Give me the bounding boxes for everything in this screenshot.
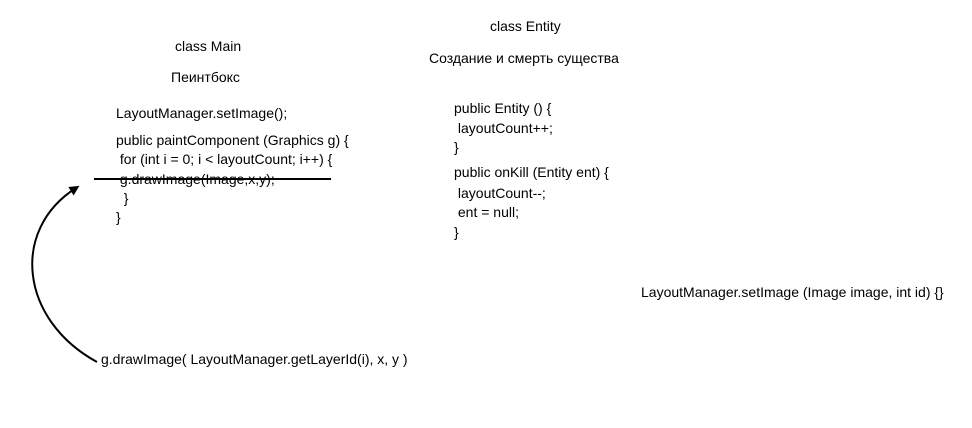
main-class-title: class Main [175,38,242,54]
code-line: public onKill (Entity ent) { [454,164,609,180]
code-line: layoutCount--; [454,185,546,201]
code-line: public paintComponent (Graphics g) { [116,132,349,148]
code-line-struck: g.drawImage(Image,x,y); [116,171,275,187]
code-line: LayoutManager.setImage(); [116,105,288,121]
layout-manager-signature: LayoutManager.setImage (Image image, int… [641,284,944,300]
code-line: layoutCount++; [454,120,553,136]
code-line: public Entity () { [454,100,552,116]
code-line: } [454,139,459,155]
code-line: } [116,190,129,206]
code-line: ent = null; [454,204,519,220]
code-line: } [116,209,121,225]
entity-class-title: class Entity [490,18,561,34]
code-line: for (int i = 0; i < layoutCount; i++) { [116,151,333,167]
main-class-subtitle: Пеинтбокс [171,69,240,85]
curved-arrow [31,185,98,363]
entity-class-subtitle: Создание и смерть существа [429,50,619,66]
replacement-code-line: g.drawImage( LayoutManager.getLayerId(i)… [101,351,408,367]
code-line: } [454,224,459,240]
